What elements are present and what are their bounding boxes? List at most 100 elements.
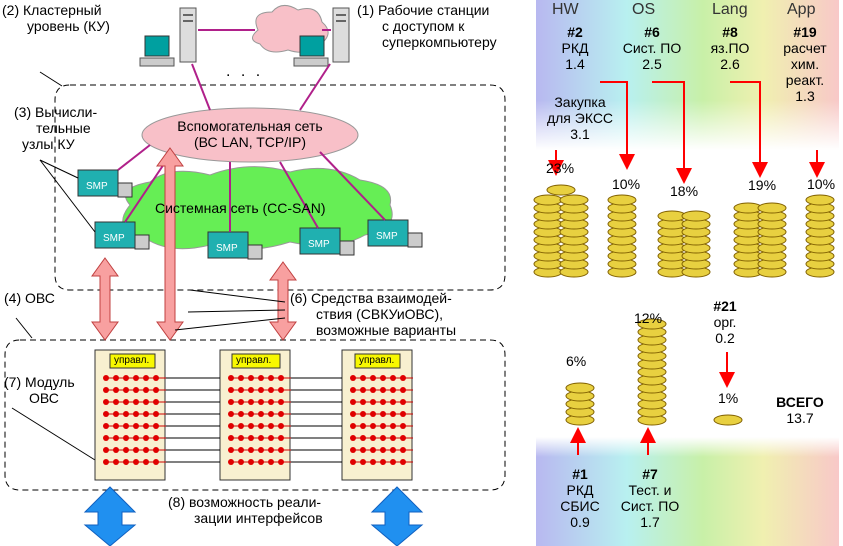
pointer-line xyxy=(39,159,79,179)
top-arrows xyxy=(548,81,825,455)
grid-node xyxy=(113,375,119,381)
compute-nodes-label: (3) Вычисли- тельные узлы КУ xyxy=(14,104,97,152)
grid-node xyxy=(258,387,264,393)
grid-node xyxy=(370,423,376,429)
purchase-label: Закупка для ЭКСС 3.1 xyxy=(540,94,620,142)
grid-node xyxy=(228,387,234,393)
grid-node xyxy=(400,423,406,429)
grid-node xyxy=(123,447,129,453)
item-text: РКД xyxy=(566,482,594,498)
smp-label: SMP xyxy=(216,243,238,254)
grid-node xyxy=(228,375,234,381)
grid-node xyxy=(400,375,406,381)
grid-node xyxy=(258,423,264,429)
coin xyxy=(533,194,563,206)
grid-node xyxy=(133,375,139,381)
grid-node xyxy=(400,411,406,417)
grid-node xyxy=(370,435,376,441)
item-id: #19 xyxy=(793,24,817,40)
cl-line: (2) Кластерный xyxy=(2,2,102,18)
grid-node xyxy=(350,411,356,417)
grid-node xyxy=(390,447,396,453)
grid-node xyxy=(133,387,139,393)
grid-node xyxy=(390,423,396,429)
total-value: 13.7 xyxy=(786,410,814,426)
grid-node xyxy=(228,447,234,453)
smp-label: SMP xyxy=(86,181,108,192)
item-id: #21 xyxy=(713,298,737,314)
smp-label: SMP xyxy=(376,231,398,242)
grid-node xyxy=(103,447,109,453)
grid-node xyxy=(258,411,264,417)
grid-node xyxy=(278,399,284,405)
grid-node xyxy=(268,459,274,465)
rainbow-band-top xyxy=(536,0,839,150)
grid-node xyxy=(228,399,234,405)
grid-node xyxy=(103,411,109,417)
pct-label: 19% xyxy=(748,177,777,193)
grid-node xyxy=(380,435,386,441)
grid-node xyxy=(350,375,356,381)
item-id: #7 xyxy=(642,466,658,482)
item-19: #19 расчет хим. реакт. 1.3 xyxy=(775,24,835,104)
grid-node xyxy=(380,447,386,453)
grid-node xyxy=(238,411,244,417)
grid-node xyxy=(370,459,376,465)
smp-node-3 xyxy=(207,231,263,260)
grid-node xyxy=(278,459,284,465)
grid-node xyxy=(390,399,396,405)
aux-network xyxy=(141,107,359,163)
grid-node xyxy=(268,411,274,417)
pct-label: 10% xyxy=(807,176,836,192)
item-text: орг. xyxy=(713,314,737,330)
interaction-arrows xyxy=(91,147,297,341)
grid-node xyxy=(113,387,119,393)
grid-node xyxy=(238,399,244,405)
grid-node xyxy=(103,423,109,429)
workstation-monitor-1 xyxy=(139,35,175,67)
grid-node xyxy=(350,387,356,393)
link-ws2 xyxy=(299,63,331,111)
grid-node xyxy=(350,399,356,405)
grid-node xyxy=(153,375,159,381)
smp-node-2 xyxy=(94,221,150,250)
grid-node xyxy=(238,447,244,453)
grid-node xyxy=(380,375,386,381)
pct-label: 10% xyxy=(612,176,641,192)
grid-node xyxy=(103,387,109,393)
item-val: 1.4 xyxy=(565,56,585,72)
item-val: 2.6 xyxy=(720,56,740,72)
grid-node xyxy=(370,399,376,405)
grid-node xyxy=(238,387,244,393)
grid-node xyxy=(390,375,396,381)
grid-node xyxy=(238,375,244,381)
grid-node xyxy=(113,435,119,441)
grid-node xyxy=(103,435,109,441)
item-val: 0.9 xyxy=(570,514,590,530)
grid-node xyxy=(380,387,386,393)
grid-node xyxy=(400,435,406,441)
grid-node xyxy=(380,411,386,417)
grid-node xyxy=(123,435,129,441)
grid-node xyxy=(268,375,274,381)
grid-node xyxy=(400,447,406,453)
workstation-server-2 xyxy=(332,7,350,63)
ws-line: (1) Рабочие станции xyxy=(357,2,490,18)
grid-node xyxy=(103,375,109,381)
grid-node xyxy=(258,447,264,453)
grid-node xyxy=(370,411,376,417)
pct-label: 23% xyxy=(546,160,575,176)
total-label: ВСЕГО 13.7 xyxy=(770,394,830,426)
coin xyxy=(805,194,835,206)
grid-node xyxy=(360,399,366,405)
grid-node xyxy=(278,387,284,393)
purchase-line: Закупка xyxy=(554,94,606,110)
header-lang: Lang xyxy=(712,1,748,18)
grid-node xyxy=(390,387,396,393)
link-node4 xyxy=(279,161,319,229)
grid-node xyxy=(133,459,139,465)
item-7: #7 Тест. и Сист. ПО 1.7 xyxy=(610,466,690,530)
grid-node xyxy=(258,435,264,441)
item-text: реакт. xyxy=(785,72,825,88)
board-dots xyxy=(103,375,413,465)
